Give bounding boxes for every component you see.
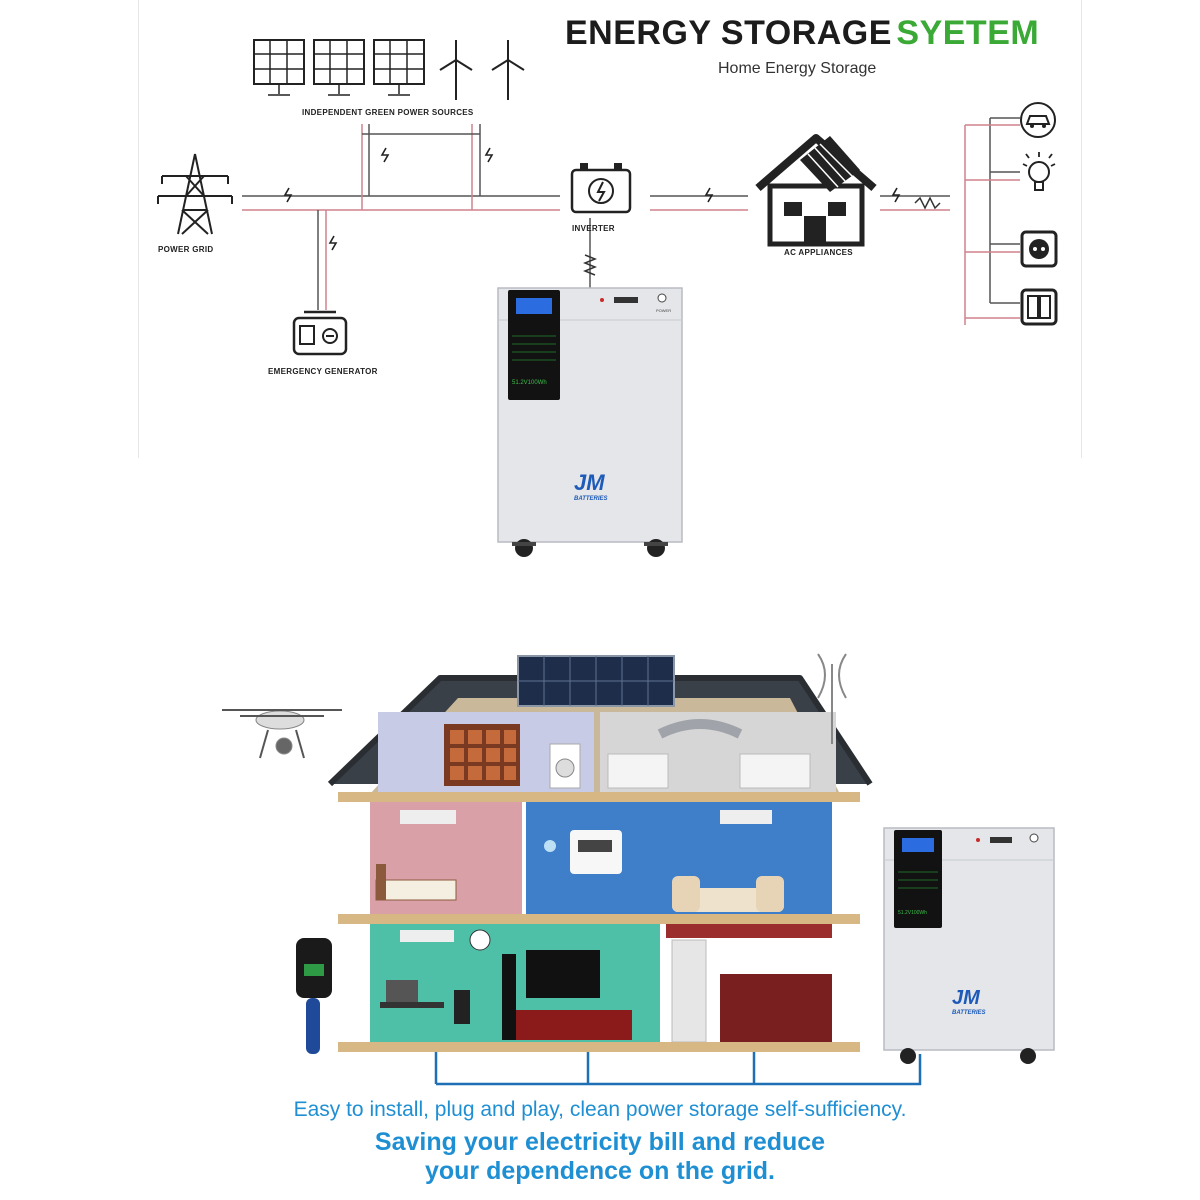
wind-turbines-icon [439,40,525,100]
diagram-title: ENERGY STORAGE SYETEM [565,14,1039,53]
power-socket-icon [1020,230,1058,268]
svg-text:51.2V100Wh: 51.2V100Wh [512,380,547,386]
title-green-part: SYETEM [896,14,1040,52]
house-cutaway-illustration [222,653,922,1086]
svg-text:POWER: POWER [656,308,671,313]
green-sources-label: INDEPENDENT GREEN POWER SOURCES [302,108,474,117]
title-dark-part: ENERGY STORAGE [565,14,892,52]
light-switch-icon [1020,288,1058,326]
svg-text:51.2V100Wh: 51.2V100Wh [898,910,927,916]
inverter-label: INVERTER [572,224,615,233]
power-grid-label: POWER GRID [158,245,214,254]
svg-text:JM: JM [952,987,981,1009]
svg-text:BATTERIES: BATTERIES [952,1010,986,1016]
ac-appliances-label: AC APPLIANCES [784,248,853,257]
caption-line-1: Easy to install, plug and play, clean po… [293,1098,907,1121]
caption-line-2a: Saving your electricity bill and reduce [374,1128,826,1156]
power-tower-icon [157,153,233,235]
generator-icon [292,310,348,356]
caption-line-2: Saving your electricity bill and reduce … [0,1128,1200,1186]
house-solar-icon [755,134,877,247]
caption-line-2b: your dependence on the grid. [424,1157,776,1185]
car-icon [1020,102,1056,138]
light-bulb-icon [1022,152,1056,191]
svg-text:BATTERIES: BATTERIES [574,496,608,502]
inverter-icon [570,163,632,214]
diagram-subtitle: Home Energy Storage [718,60,877,77]
generator-label: EMERGENCY GENERATOR [268,367,378,376]
svg-text:JM: JM [574,470,605,495]
solar-panels-icon [253,39,425,96]
diagram-wiring [242,117,1020,325]
battery-cabinet-bottom: 51.2V100Wh JM BATTERIES [883,827,1055,1064]
battery-cabinet-top: 51.2V100Wh POWER JM BATTERIES [497,287,683,557]
